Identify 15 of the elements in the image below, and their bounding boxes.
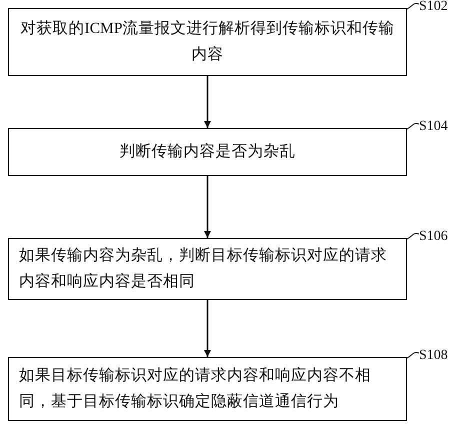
arrow — [204, 176, 211, 238]
step-text: 对获取的ICMP流量报文进行解析得到传输标识和传输内容 — [20, 19, 396, 65]
arrow — [204, 300, 211, 357]
step-text: 如果传输内容为杂乱，判断目标传输标识对应的请求内容和响应内容是否相同 — [19, 246, 388, 292]
step-number: S102 — [419, 0, 448, 15]
step-number: S104 — [419, 119, 448, 135]
process-box — [8, 8, 407, 76]
process-box — [8, 238, 407, 300]
step-number: S108 — [419, 348, 448, 364]
arrow — [204, 76, 211, 128]
process-box — [8, 357, 407, 421]
step-text: 如果目标传输标识对应的请求内容和响应内容不相同，基于目标传输标识确定隐蔽信道通信行为 — [19, 366, 372, 412]
process-box — [8, 128, 407, 176]
step-number: S106 — [419, 229, 448, 245]
step-text: 判断传输内容是否为杂乱 — [118, 142, 296, 162]
